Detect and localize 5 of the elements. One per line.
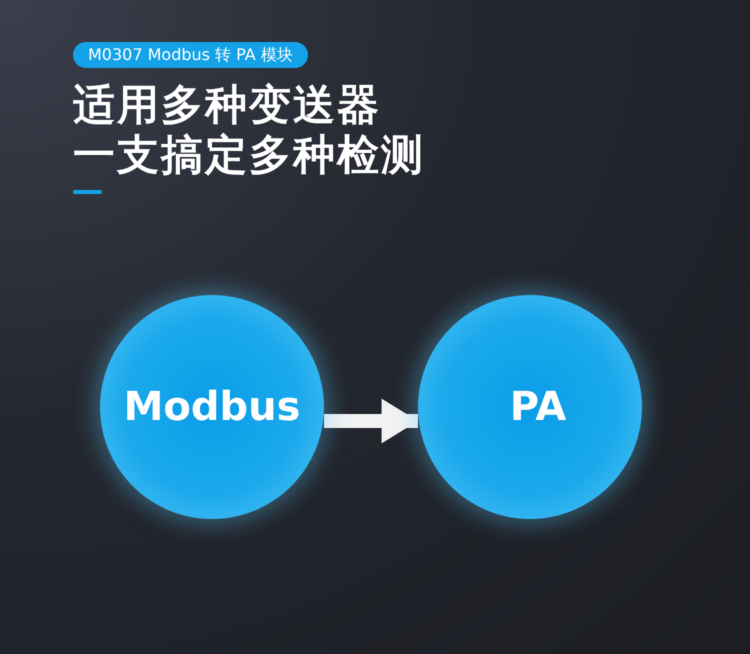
title-badge: M0307 Modbus 转 PA 模块 — [73, 42, 308, 68]
heading: 适用多种变送器一支搞定多种检测 — [73, 80, 426, 180]
node-label: Modbus — [124, 384, 300, 430]
node-label: PA — [510, 384, 566, 430]
arrow — [324, 398, 418, 444]
